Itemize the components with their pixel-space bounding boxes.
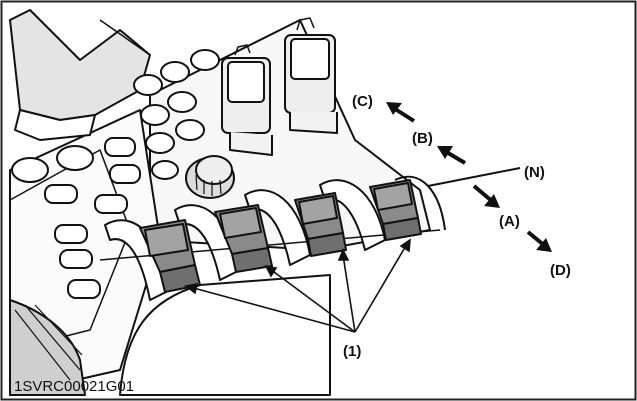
lever-2 <box>214 204 273 273</box>
left-button-column <box>11 137 141 299</box>
arrow-d <box>526 230 552 252</box>
joystick <box>9 9 151 141</box>
lever-1 <box>139 219 201 293</box>
round-button-grid <box>133 49 220 180</box>
label-n: (N) <box>524 164 545 181</box>
arrow-a <box>472 184 500 208</box>
arrow-c <box>386 102 416 123</box>
neutral-line <box>427 167 521 187</box>
lever-3 <box>294 192 347 257</box>
rotary-knob <box>185 155 235 199</box>
arrow-b <box>437 146 467 165</box>
label-part-1: (1) <box>343 343 361 360</box>
label-a: (A) <box>499 213 520 230</box>
lever-4 <box>369 179 422 241</box>
upper-rocker-switches <box>221 17 338 156</box>
figure-code: 1SVRC00021G01 <box>14 378 134 395</box>
label-c: (C) <box>352 93 373 110</box>
armrest <box>9 274 331 396</box>
label-b: (B) <box>412 130 433 147</box>
label-d: (D) <box>550 262 571 279</box>
part1-leader-lines <box>184 238 411 333</box>
